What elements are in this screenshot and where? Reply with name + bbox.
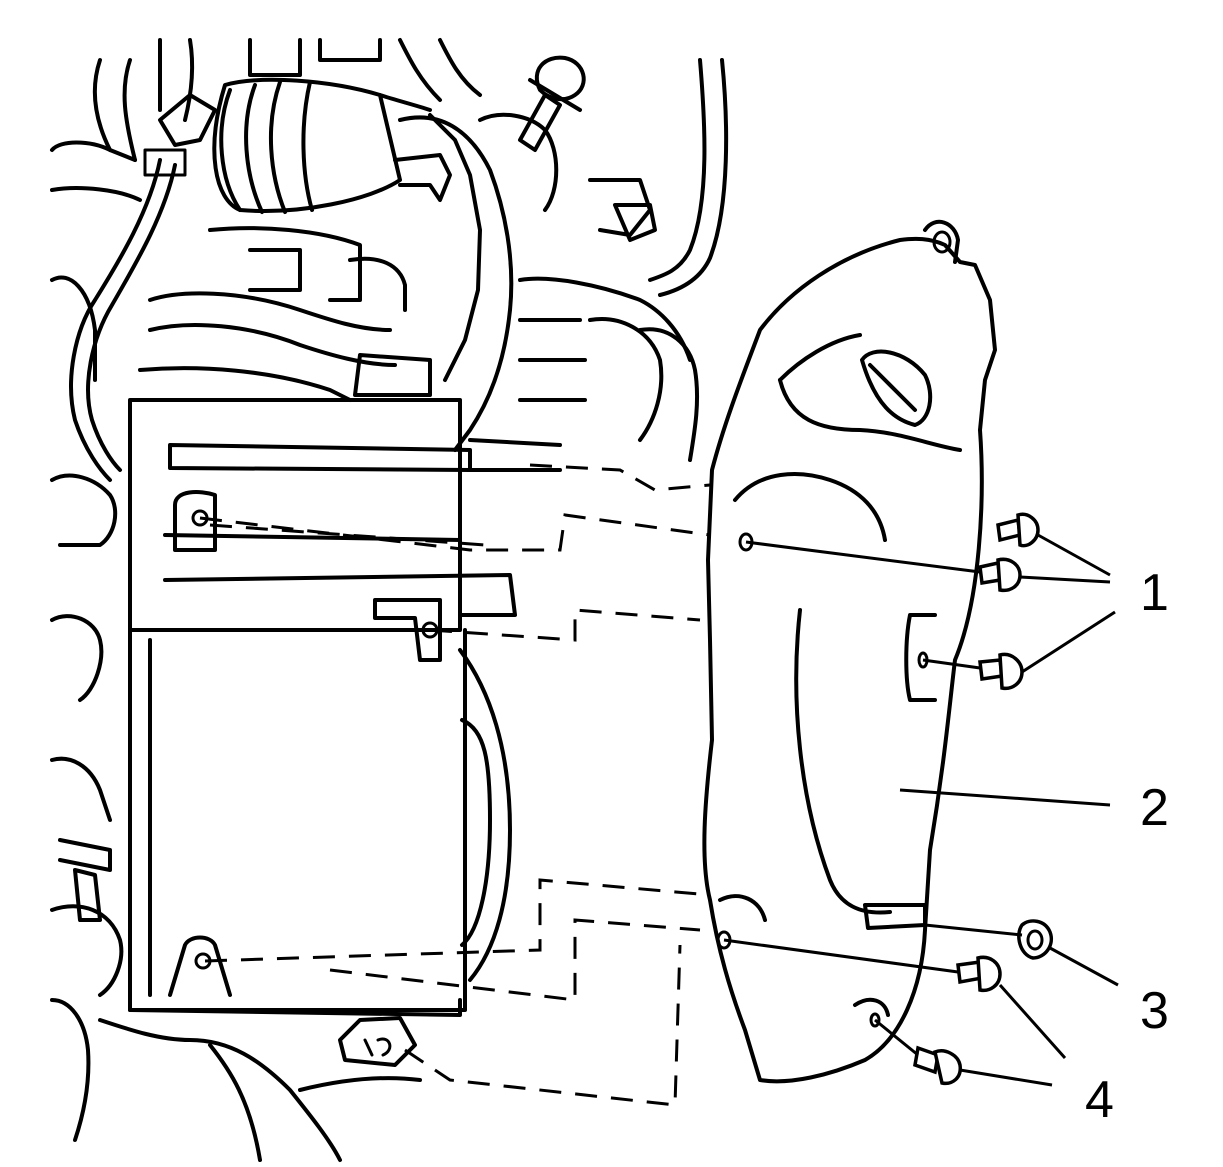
callout-2: 2	[1140, 779, 1169, 837]
leader-4a	[998, 984, 1067, 1059]
leader-1c	[1021, 610, 1116, 674]
alignment-lines	[199, 463, 711, 1107]
bolt-4a	[956, 955, 1002, 993]
leader-4b	[959, 1068, 1053, 1087]
callout-4: 4	[1085, 1071, 1114, 1129]
leader-1b	[1019, 575, 1111, 584]
shield-nut-hole	[869, 1012, 881, 1028]
bolt-1b	[978, 557, 1022, 593]
nut-3	[1017, 919, 1053, 960]
bolt-1c	[978, 652, 1024, 691]
bolt-4b	[913, 1045, 962, 1086]
engine-background	[50, 38, 729, 1162]
callout-1: 1	[1140, 564, 1169, 622]
catalytic-converter	[128, 398, 517, 1067]
fasteners	[913, 512, 1053, 1086]
leader-2	[899, 788, 1111, 807]
callout-3: 3	[1140, 982, 1169, 1040]
leader-lines	[723, 533, 1119, 1087]
leader-3	[1049, 946, 1119, 987]
leader-1a	[1037, 533, 1111, 577]
callouts: 1 2 3 4	[1085, 564, 1169, 1129]
heat-shield	[702, 219, 997, 1084]
bolt-1a	[996, 512, 1040, 548]
